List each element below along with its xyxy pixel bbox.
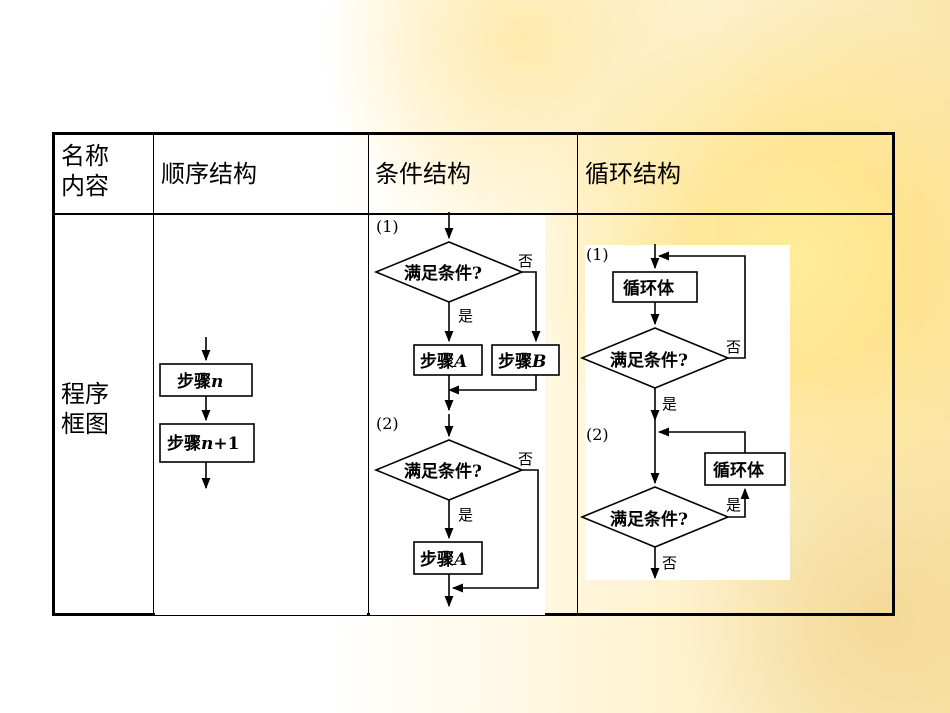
- corner-header: 名称 内容: [61, 142, 109, 200]
- loop1-no: 否: [726, 338, 741, 356]
- cond1-yes: 是: [458, 307, 473, 325]
- col-divider-1: [153, 135, 154, 613]
- cond2-text: 满足条件?: [404, 461, 482, 482]
- sequence-flowchart: [159, 337, 255, 490]
- loop-label-1: (1): [586, 245, 609, 264]
- seq-step1: 步骤n: [177, 371, 223, 392]
- loop-label-2: (2): [586, 425, 609, 444]
- loop1-yes: 是: [662, 395, 677, 413]
- loop-flowchart-2: [579, 420, 786, 580]
- loop2-yes: 是: [726, 496, 741, 514]
- cond2-stepA: 步骤A: [420, 549, 467, 570]
- header-sequence: 顺序结构: [161, 160, 257, 188]
- cond-label-2: (2): [376, 414, 399, 433]
- col-divider-2: [368, 135, 369, 613]
- header-loop: 循环结构: [585, 160, 681, 188]
- loop-flowchart-1: [579, 244, 746, 422]
- conditional-flowchart-1: [373, 212, 560, 412]
- cond-stepA: 步骤A: [420, 351, 467, 372]
- seq-step2: 步骤n+1: [167, 433, 239, 454]
- cond1-no: 否: [518, 252, 533, 270]
- cond2-no: 否: [518, 450, 533, 468]
- loop2-no: 否: [662, 554, 677, 572]
- conditional-flowchart-2: [373, 414, 539, 608]
- loop1-body: 循环体: [623, 278, 675, 299]
- cond-label-1: (1): [376, 217, 399, 236]
- header-conditional: 条件结构: [375, 160, 471, 188]
- row-label: 程序 框图: [61, 380, 109, 438]
- col-divider-3: [577, 135, 578, 613]
- loop2-body: 循环体: [713, 460, 765, 481]
- seq-panel: [155, 215, 367, 615]
- loop1-cond: 满足条件?: [610, 350, 688, 371]
- cond1-text: 满足条件?: [404, 263, 482, 284]
- cond2-yes: 是: [458, 506, 473, 524]
- loop2-cond: 满足条件?: [610, 509, 688, 530]
- header-divider: [55, 213, 892, 215]
- cond-stepB: 步骤B: [498, 351, 546, 372]
